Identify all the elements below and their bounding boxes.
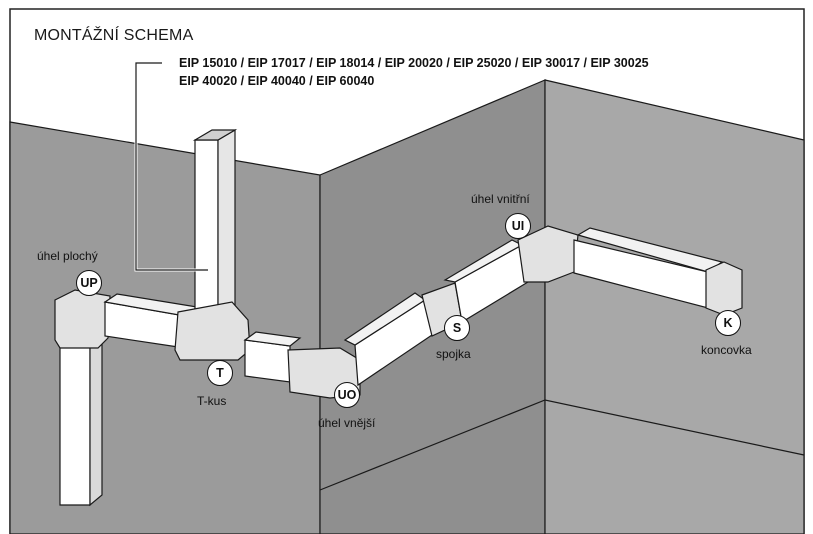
duct-t-uo: [244, 339, 291, 383]
fitting-t: [174, 301, 251, 361]
fitting-up: [54, 289, 111, 349]
duct-vertical-up-top: [192, 129, 238, 141]
badge-up: UP: [76, 270, 102, 296]
label-outer-angle: úhel vnější: [318, 416, 376, 430]
label-coupling: spojka: [436, 347, 471, 361]
leader-line-core: [135, 62, 208, 271]
duct-vertical-down-side: [89, 332, 103, 507]
duct-t-uo-top: [243, 331, 302, 347]
label-end-cap: koncovka: [701, 343, 752, 357]
model-list-line-1: EIP 15010 / EIP 17017 / EIP 18014 / EIP …: [179, 56, 649, 70]
duct-vertical-down: [59, 344, 91, 506]
badge-t: T: [207, 360, 233, 386]
wall-right: [544, 79, 805, 534]
badge-k: K: [715, 310, 741, 336]
diagram-title: MONTÁŽNÍ SCHEMA: [34, 27, 194, 44]
floor-line: [319, 399, 805, 491]
badge-uo: UO: [334, 382, 360, 408]
fitting-k: [705, 261, 743, 316]
badge-s: S: [444, 315, 470, 341]
duct-vertical-up: [194, 139, 219, 317]
label-inner-angle: úhel vnitřní: [471, 192, 530, 206]
label-flat-angle: úhel plochý: [37, 249, 98, 263]
badge-ui: UI: [505, 213, 531, 239]
duct-ui-k-top: [576, 227, 724, 273]
duct-vertical-up-side: [217, 128, 236, 318]
model-list-line-2: EIP 40020 / EIP 40040 / EIP 60040: [179, 74, 375, 88]
label-t-piece: T-kus: [197, 394, 227, 408]
